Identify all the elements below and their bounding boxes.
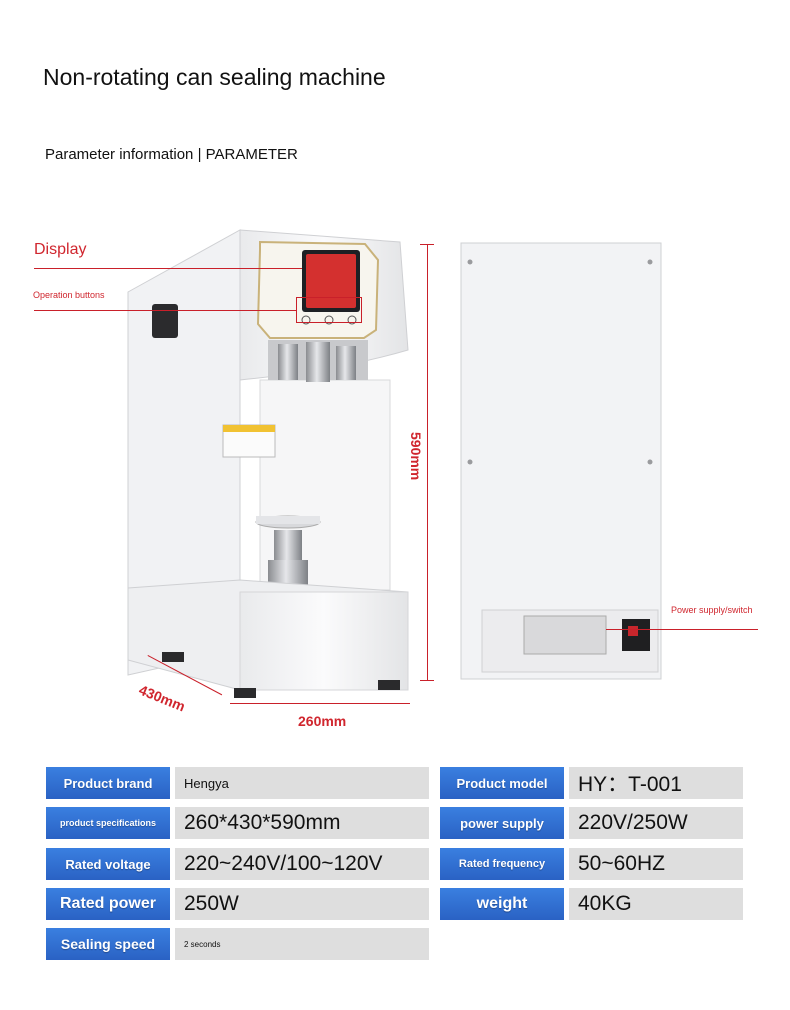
power-switch-callout-label: Power supply/switch	[671, 605, 753, 615]
display-callout-label: Display	[34, 241, 87, 258]
spec-label-weight: weight	[440, 888, 564, 920]
spec-label-rated-voltage: Rated voltage	[46, 848, 170, 880]
spec-label-sealing-speed: Sealing speed	[46, 928, 170, 960]
operation-buttons-highlight	[296, 297, 362, 323]
spec-value-rated-power: 250W	[175, 888, 429, 920]
height-dimension-tick-bottom	[420, 680, 434, 681]
spec-value-weight: 40KG	[569, 888, 743, 920]
spec-value-product-specifications: 260*430*590mm	[175, 807, 429, 839]
machine-front-image	[127, 229, 409, 698]
spec-label-product-brand: Product brand	[46, 767, 170, 799]
height-dimension-label: 590mm	[408, 432, 424, 481]
page-title: Non-rotating can sealing machine	[43, 64, 386, 90]
spec-value-sealing-speed: 2 seconds	[175, 928, 429, 960]
height-dimension-tick-top	[420, 244, 434, 245]
page-subtitle: Parameter information | PARAMETER	[45, 146, 298, 163]
display-callout-line	[34, 268, 302, 269]
operation-buttons-callout-label: Operation buttons	[33, 290, 105, 300]
spec-label-product-model: Product model	[440, 767, 564, 799]
width-dimension-line	[230, 703, 410, 704]
operation-buttons-callout-line	[34, 310, 296, 311]
spec-label-product-specifications: product specifications	[46, 807, 170, 839]
spec-label-rated-power: Rated power	[46, 888, 170, 920]
spec-label-rated-frequency: Rated frequency	[440, 848, 564, 880]
spec-value-product-model: HY：T-001	[569, 767, 743, 799]
spec-value-power-supply: 220V/250W	[569, 807, 743, 839]
machine-back-image	[460, 242, 662, 680]
spec-value-rated-voltage: 220~240V/100~120V	[175, 848, 429, 880]
width-dimension-label: 260mm	[298, 713, 347, 729]
power-switch-callout-line	[606, 629, 758, 630]
spec-value-product-brand: Hengya	[175, 767, 429, 799]
spec-label-power-supply: power supply	[440, 807, 564, 839]
height-dimension-line	[427, 244, 428, 680]
spec-value-rated-frequency: 50~60HZ	[569, 848, 743, 880]
